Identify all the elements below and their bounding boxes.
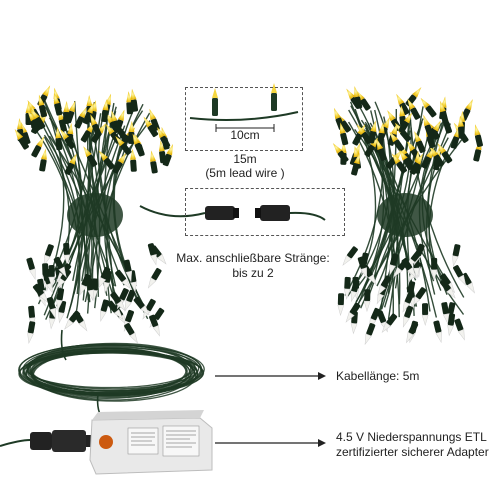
connector-plug-icon bbox=[139, 205, 326, 221]
length-label: 15m bbox=[233, 152, 257, 166]
spacing-detail-box bbox=[185, 87, 303, 151]
cable-length-label: Kabellänge: 5m bbox=[336, 369, 420, 383]
max-strands-value: bis zu 2 bbox=[232, 266, 274, 280]
max-strands-label: Max. anschließbare Stränge: bbox=[176, 251, 330, 265]
spacing-label: 10cm bbox=[230, 128, 260, 142]
left-light-bundle bbox=[14, 85, 173, 344]
connector-detail-box bbox=[185, 188, 345, 236]
bulb-spacing-illustration bbox=[189, 83, 299, 132]
right-light-bundle bbox=[332, 86, 483, 346]
lead-wire-label: (5m lead wire ) bbox=[205, 166, 285, 180]
power-adapter-icon bbox=[0, 410, 213, 475]
adapter-voltage-label: 4.5 V Niederspannungs ETL bbox=[336, 430, 487, 444]
arrow-icon bbox=[215, 372, 326, 447]
adapter-safety-label: zertifizierter sicherer Adapter bbox=[336, 445, 489, 459]
cable-coil-icon bbox=[18, 329, 205, 421]
